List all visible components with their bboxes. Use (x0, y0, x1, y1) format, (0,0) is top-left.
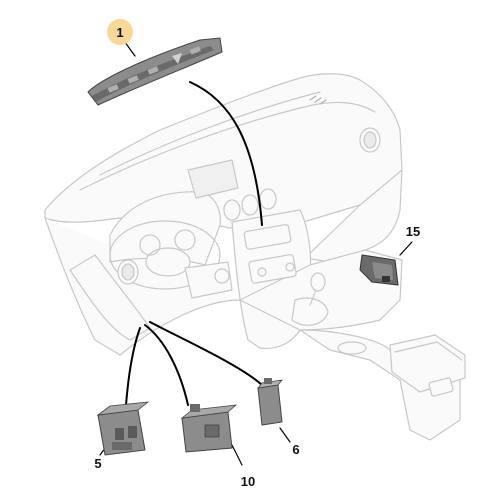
leader-line-10-label (231, 444, 243, 466)
switch-5 (96, 401, 150, 456)
switch-10-button (204, 424, 220, 438)
callout-5-label: 5 (94, 456, 101, 471)
armrest-lid-line (394, 341, 463, 361)
switch-panel-button-3 (147, 66, 159, 75)
switch-5-knob-2 (128, 426, 137, 438)
steering-wheel (109, 220, 221, 290)
dashboard-illustration (44, 73, 466, 441)
hazard-button (214, 268, 230, 284)
switch-10-top (180, 404, 238, 419)
switch-5-connector (112, 442, 132, 450)
radio-unit (243, 224, 292, 250)
navigation-screen (187, 159, 239, 199)
center-vent-switch-panel (87, 37, 223, 106)
dial-right (174, 229, 196, 251)
callout-15-label: 15 (406, 224, 420, 239)
rear-vent (428, 377, 454, 397)
hvac-knob-1 (257, 267, 267, 277)
leader-line-15-label (399, 241, 413, 256)
switch-15-connector (382, 276, 390, 282)
right-air-vent-inner (363, 131, 377, 149)
callout-1-label: 1 (116, 25, 123, 40)
gear-stick (309, 289, 317, 306)
windshield-edge (99, 91, 321, 176)
leader-line-1-to-console (189, 81, 263, 226)
gear-knob (310, 272, 326, 292)
callout-1-highlight (107, 19, 133, 45)
switch-5-top (96, 401, 150, 416)
switch-panel-button-1 (107, 84, 119, 93)
dash-speaker-grill (309, 95, 327, 105)
leader-line-6-label (279, 427, 291, 443)
cup-holder (337, 341, 367, 355)
switch-5-knob-1 (115, 428, 124, 440)
leader-line-10 (144, 324, 189, 406)
left-air-vent-inner (121, 263, 135, 281)
callout-1: 1 (107, 19, 133, 45)
steering-hub (145, 247, 191, 277)
callout-6-label: 6 (292, 442, 299, 457)
center-vent-1 (223, 199, 241, 221)
leader-lines (99, 37, 413, 466)
switch-6-tab (264, 378, 272, 384)
center-vent-3 (259, 188, 277, 210)
callout-10-label: 10 (241, 474, 255, 489)
switch-10-tab (190, 404, 200, 412)
switch-panel-hazard (172, 53, 182, 64)
dark-switch-module (359, 254, 399, 286)
switch-panel-button-2 (127, 75, 139, 84)
switch-6-body (257, 384, 283, 426)
switch-10 (180, 404, 238, 453)
switch-6 (257, 378, 283, 426)
leader-line-5 (125, 327, 141, 406)
leader-line-6 (149, 321, 263, 386)
switch-panel-button-4 (189, 46, 201, 55)
switch-15-face (372, 262, 393, 280)
gear-boot (291, 297, 329, 326)
dashboard-crease (79, 101, 376, 191)
switch-panel-face (92, 46, 214, 102)
center-vent-2 (241, 194, 259, 216)
hvac-knob-2 (285, 262, 295, 272)
dial-left (139, 234, 161, 256)
